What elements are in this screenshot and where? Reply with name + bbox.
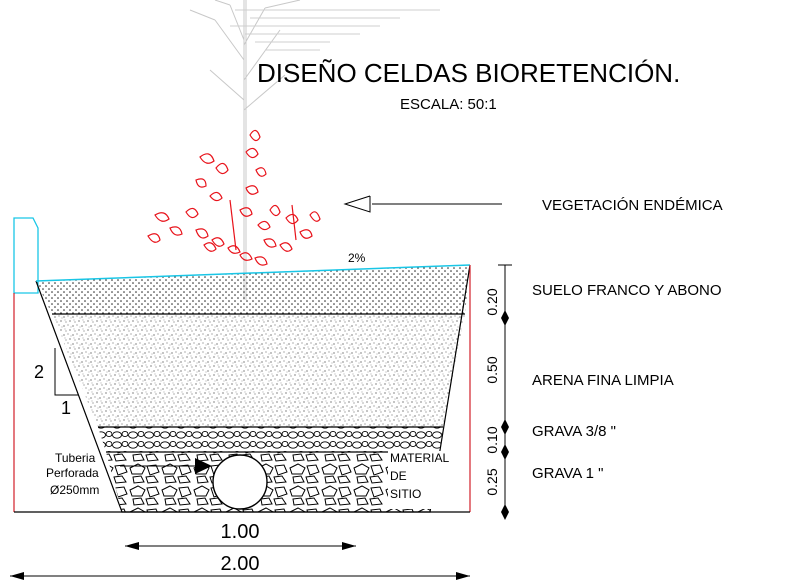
surface-line xyxy=(35,264,471,282)
slope-run: 1 xyxy=(61,398,71,418)
vertical-dimension-ticks xyxy=(501,310,509,520)
slope-percent: 2% xyxy=(348,251,366,265)
curb xyxy=(13,217,39,294)
dim-sand: 0.50 xyxy=(484,356,500,383)
site-material-line2: DE xyxy=(390,469,407,483)
vegetation-label: VEGETACIÓN ENDÉMICA xyxy=(542,197,723,214)
top-width-dimension xyxy=(10,572,470,580)
scale-label: ESCALA: 50:1 xyxy=(400,96,497,113)
site-walls xyxy=(13,265,471,512)
top-width-value: 2.00 xyxy=(221,553,260,575)
layer-gravel-fine xyxy=(98,427,443,452)
pipe-label-line3: Ø250mm xyxy=(50,483,99,497)
bottom-width-value: 1.00 xyxy=(221,521,260,543)
slope-rise: 2 xyxy=(34,362,44,382)
side-slope-triangle xyxy=(54,348,78,396)
tree-sketch xyxy=(189,0,301,300)
pipe-label-line1: Tuberia xyxy=(55,451,96,465)
cloud-hatch xyxy=(230,9,440,51)
site-material-line1: MATERIAL xyxy=(390,451,449,465)
perforated-pipe xyxy=(212,454,268,510)
gravel-coarse-label: GRAVA 1 " xyxy=(532,465,603,482)
topsoil-label: SUELO FRANCO Y ABONO xyxy=(532,282,722,299)
site-material-line3: SITIO xyxy=(390,487,421,501)
gravel-fine-label: GRAVA 3/8 " xyxy=(532,423,616,440)
pipe-label-line2: Perforada xyxy=(46,466,99,480)
dim-gravel-coarse: 0.25 xyxy=(484,468,500,495)
dim-gravel-fine: 0.10 xyxy=(484,426,500,453)
layer-sand xyxy=(52,314,465,427)
vegetation-arrow xyxy=(343,195,502,213)
site-material-bg xyxy=(388,451,468,509)
sand-label: ARENA FINA LIMPIA xyxy=(532,372,674,389)
diagram-title: DISEÑO CELDAS BIORETENCIÓN. xyxy=(257,58,680,88)
bottom-width-dimension xyxy=(125,542,356,550)
vegetation-sketch xyxy=(147,129,321,266)
dim-topsoil: 0.20 xyxy=(484,288,500,315)
pipe-pointer xyxy=(195,458,212,474)
layer-gravel-coarse xyxy=(106,452,439,512)
vertical-dimension xyxy=(498,264,512,512)
